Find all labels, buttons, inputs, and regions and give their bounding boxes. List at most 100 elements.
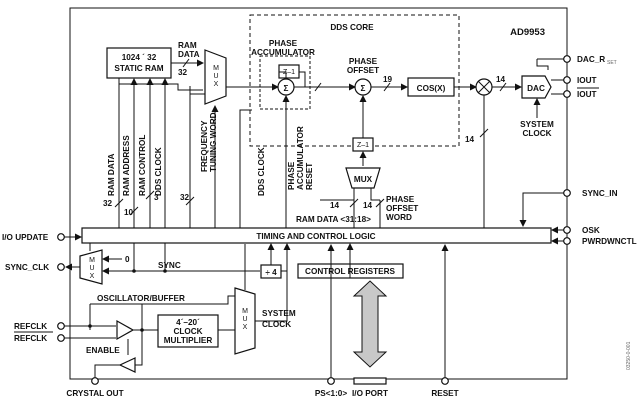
svg-text:U: U <box>89 265 94 272</box>
bus-14-a: 14 <box>496 75 506 84</box>
svg-text:SYNC_IN: SYNC_IN <box>582 189 618 198</box>
pin-reset: RESET <box>431 377 459 398</box>
bus-32-c: 32 <box>180 193 190 202</box>
phase-offset-word-2: OFFSET <box>386 204 418 213</box>
doc-version: 03250-0-001 <box>626 341 632 370</box>
svg-text:MULTIPLIER: MULTIPLIER <box>164 336 213 345</box>
system-clock-right-1: SYSTEM <box>520 120 554 129</box>
cos-block: COS(X) <box>407 77 455 97</box>
phase-offset-word-1: PHASE <box>386 195 415 204</box>
bus-14-c: 14 <box>330 201 340 210</box>
io-port-pin <box>353 377 387 385</box>
accum-reset-2: ACCUMULATOR <box>296 126 305 190</box>
svg-text:I/O UPDATE: I/O UPDATE <box>2 233 49 242</box>
svg-text:PS<1:0>: PS<1:0> <box>315 389 348 398</box>
svg-text:M: M <box>213 65 219 72</box>
svg-text:U: U <box>242 316 247 323</box>
bus-32-b: 32 <box>103 199 113 208</box>
phase-offset-label-1: PHASE <box>349 57 378 66</box>
ram-data-top-2: DATA <box>178 50 200 59</box>
bus-14-b: 14 <box>465 135 475 144</box>
ram-data-top-1: RAM <box>178 41 197 50</box>
dds-core-label: DDS CORE <box>330 23 374 32</box>
bus-3: 3 <box>154 193 159 202</box>
clock-multiplier-block: 4´–20´ CLOCK MULTIPLIER <box>157 314 219 348</box>
sync-label: SYNC <box>158 261 181 270</box>
svg-text:Σ: Σ <box>284 84 289 93</box>
svg-text:Σ: Σ <box>361 84 366 93</box>
ram-control-v: RAM CONTROL <box>138 135 147 196</box>
mux-sync: M U X <box>79 249 103 285</box>
svg-text:X: X <box>90 273 95 280</box>
bus-14-d: 14 <box>363 201 373 210</box>
svg-text:÷ 4: ÷ 4 <box>265 268 277 277</box>
svg-text:M: M <box>89 257 95 264</box>
svg-text:MUX: MUX <box>354 175 373 184</box>
osc-buffer <box>116 319 135 341</box>
chip-title: AD9953 <box>510 27 545 38</box>
multiplier-node <box>475 78 493 96</box>
accum-reset-3: RESET <box>305 163 314 190</box>
ram-data-v: RAM DATA <box>107 153 116 196</box>
svg-text:IOUT: IOUT <box>577 90 597 99</box>
pin-dac-rset: DAC_R SET <box>563 55 617 66</box>
enable-label: ENABLE <box>86 346 120 355</box>
freq-word-1: FREQUENCY <box>200 120 209 172</box>
mux-clock: M U X <box>234 287 256 355</box>
bus-10: 10 <box>124 208 134 217</box>
svg-text:COS(X): COS(X) <box>417 84 446 93</box>
dds-clock-2: DDS CLOCK <box>257 147 266 196</box>
svg-text:CRYSTAL OUT: CRYSTAL OUT <box>66 389 123 398</box>
phase-accum-label-2: ACCUMULATOR <box>251 48 315 57</box>
svg-text:REFCLK: REFCLK <box>14 322 47 331</box>
svg-text:RESET: RESET <box>431 389 458 398</box>
svg-text:X: X <box>243 324 248 331</box>
svg-text:DAC: DAC <box>527 84 545 93</box>
svg-text:X: X <box>214 81 219 88</box>
pin-io-update: I/O UPDATE <box>2 233 65 242</box>
svg-text:4´–20´: 4´–20´ <box>176 318 200 327</box>
svg-text:OSK: OSK <box>582 226 600 235</box>
static-ram-block: 1024 ´ 32 STATIC RAM <box>106 47 172 79</box>
static-ram-line-1: 1024 ´ 32 <box>122 53 157 62</box>
system-clock-bottom-2: CLOCK <box>262 320 291 329</box>
mux-zero: 0 <box>125 255 130 264</box>
pin-sync-in: SYNC_IN <box>563 189 618 198</box>
summer-1: Σ <box>277 78 295 96</box>
crystal-out-buffer <box>118 357 136 373</box>
offset-register: Z–1 <box>352 137 374 152</box>
svg-text:SET: SET <box>607 60 617 66</box>
static-ram-line-2: STATIC RAM <box>114 64 163 73</box>
svg-text:Z–1: Z–1 <box>357 142 369 149</box>
ram-address-v: RAM ADDRESS <box>122 135 131 196</box>
phase-offset-label-2: OFFSET <box>347 66 379 75</box>
phase-accum-label-1: PHASE <box>269 39 298 48</box>
svg-text:PWRDWNCTL: PWRDWNCTL <box>582 237 637 246</box>
pin-ps: PS<1:0> <box>315 377 348 398</box>
svg-text:IOUT: IOUT <box>577 76 597 85</box>
svg-text:U: U <box>213 73 218 80</box>
divide-by-4: ÷ 4 <box>260 264 282 279</box>
phase-offset-word-3: WORD <box>386 213 412 222</box>
pin-refclk: REFCLK <box>14 322 65 331</box>
dds-clock-v: DDS CLOCK <box>154 147 163 196</box>
pin-crystal-out: CRYSTAL OUT <box>66 377 124 398</box>
accum-reset-1: PHASE <box>287 161 296 190</box>
summer-2: Σ <box>354 78 372 96</box>
mux-offset: MUX <box>345 167 381 189</box>
freq-word-2: TUNING WORD <box>209 112 218 172</box>
svg-text:SYNC_CLK: SYNC_CLK <box>5 263 49 272</box>
pin-iout-bar: IOUT <box>563 87 599 99</box>
io-port-arrow <box>352 280 388 368</box>
mux-top: M U X <box>204 49 227 105</box>
osc-label: OSCILLATOR/BUFFER <box>97 294 185 303</box>
system-clock-bottom-1: SYSTEM <box>262 309 296 318</box>
pin-refclk-bar: REFCLK <box>14 331 65 343</box>
bus-32-a: 32 <box>178 68 188 77</box>
pin-osk: OSK <box>563 226 600 235</box>
svg-text:TIMING AND CONTROL LOGIC: TIMING AND CONTROL LOGIC <box>256 232 375 241</box>
svg-text:M: M <box>242 308 248 315</box>
pin-iout: IOUT <box>563 76 597 85</box>
ram-data-bits: RAM DATA <31:18> <box>296 215 371 224</box>
